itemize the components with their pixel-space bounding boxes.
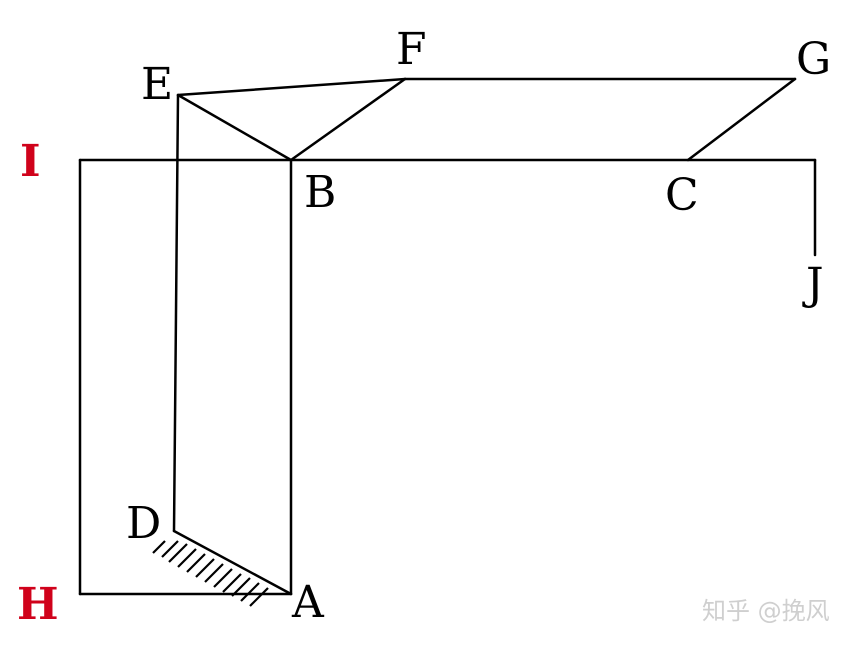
label-H: H — [17, 579, 59, 630]
edge-E-F — [176, 77, 407, 97]
hatch-8 — [213, 568, 233, 588]
label-B: B — [304, 167, 336, 218]
label-F: F — [396, 24, 427, 75]
edge-E-B — [176, 93, 293, 162]
label-C: C — [665, 170, 699, 221]
label-G: G — [796, 34, 831, 85]
label-E: E — [141, 59, 173, 110]
hatch-4 — [177, 548, 197, 568]
hatch-7 — [204, 563, 224, 583]
label-A: A — [291, 577, 325, 628]
label-I: I — [20, 136, 41, 187]
edge-F-B — [289, 77, 407, 162]
point-labels: E F G B C J D A I H — [17, 24, 831, 630]
hatch-11 — [240, 582, 260, 602]
hatching — [152, 540, 269, 607]
edge-G-C — [686, 77, 797, 162]
hatch-12 — [249, 587, 269, 607]
hatch-10 — [231, 577, 251, 597]
hatch-2 — [161, 540, 179, 558]
hatch-3 — [168, 543, 188, 563]
hatch-9 — [222, 573, 242, 593]
hatch-6 — [195, 558, 215, 578]
edge-E-D — [172, 93, 180, 533]
label-D: D — [126, 498, 161, 549]
hatch-1 — [152, 540, 166, 554]
watermark: 知乎 @挽风 — [702, 597, 830, 625]
hatch-5 — [186, 553, 206, 573]
edges — [78, 77, 817, 596]
label-J: J — [802, 259, 824, 310]
edge-D-A — [172, 529, 293, 596]
